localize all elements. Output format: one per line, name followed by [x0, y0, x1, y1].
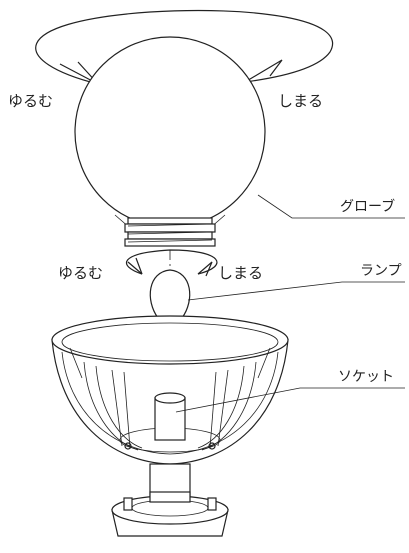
loosen-label-top: ゆるむ — [8, 92, 54, 110]
lamp-leader-line — [187, 281, 405, 301]
lamp-label: ランプ — [360, 263, 402, 279]
socket-label: ソケット — [338, 369, 394, 385]
globe-leader-line — [257, 194, 405, 219]
globe-drawing — [74, 36, 266, 247]
lamp-rotation-arrow — [125, 249, 218, 277]
loosen-label-mid: ゆるむ — [58, 264, 104, 282]
socket-leader-line — [175, 387, 405, 413]
tighten-label-mid: しまる — [218, 264, 264, 282]
tighten-label-top: しまる — [278, 92, 324, 110]
leader-lines — [175, 194, 405, 413]
base-bowl-drawing — [51, 315, 289, 465]
post-base-drawing — [111, 463, 229, 537]
globe-label: グローブ — [340, 199, 396, 215]
